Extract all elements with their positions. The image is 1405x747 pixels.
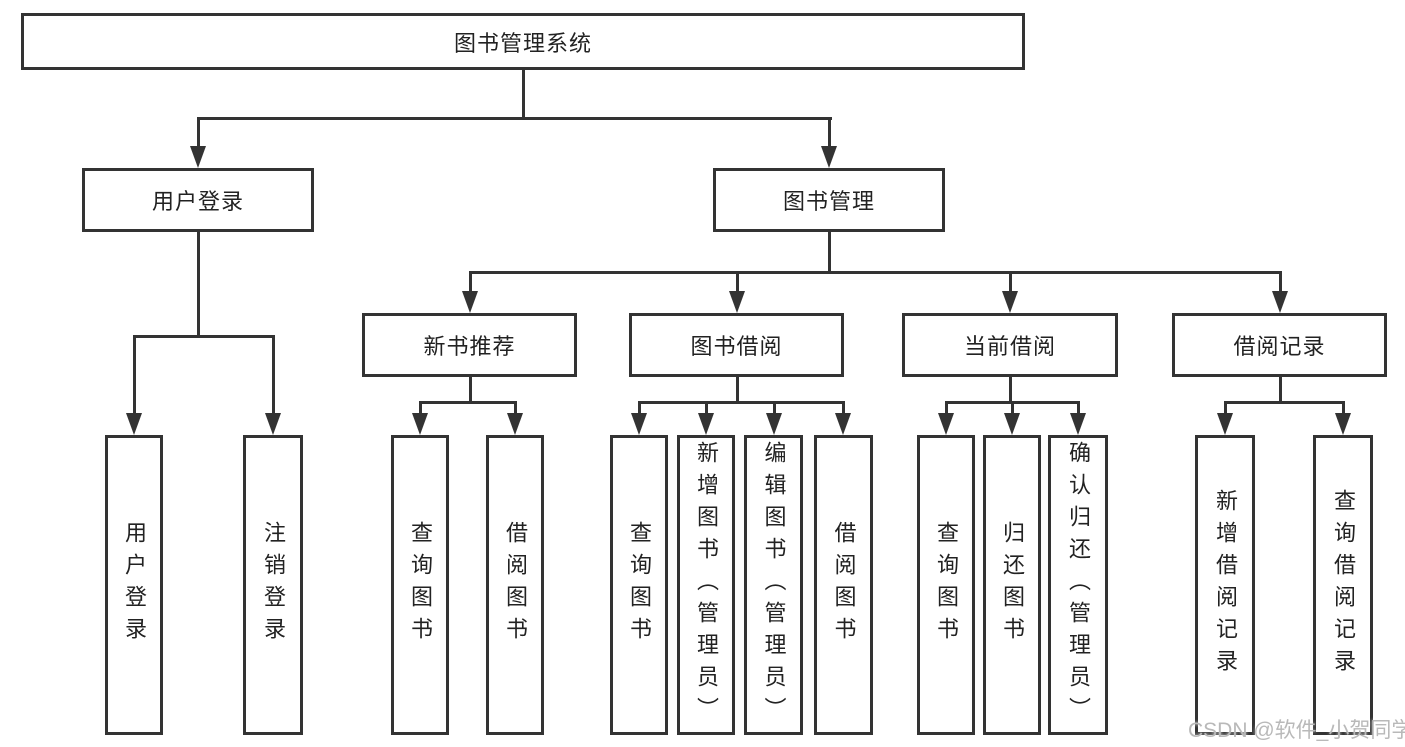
node-leaf-bb-borrow-book-label: 借阅图书	[831, 521, 857, 649]
node-leaf-cb-confirm-return-label: 确认归还（管理员）	[1066, 441, 1091, 729]
arrow-down-icon	[835, 402, 851, 435]
node-leaf-bb-add-book: 新增图书（管理员）	[677, 435, 735, 735]
node-new-book-recommend-label: 新书推荐	[423, 334, 516, 359]
node-leaf-rec-borrow-book-label: 借阅图书	[503, 521, 528, 649]
node-leaf-logout-label: 注销登录	[261, 521, 286, 649]
arrow-down-icon	[1070, 402, 1086, 435]
node-current-borrow-label: 当前借阅	[963, 334, 1056, 359]
node-book-borrow: 图书借阅	[629, 313, 844, 377]
node-leaf-br-add-record: 新增借阅记录	[1195, 435, 1255, 735]
node-leaf-br-add-record-label: 新增借阅记录	[1213, 489, 1238, 681]
connector-user-login-bus	[133, 335, 275, 338]
node-leaf-bb-edit-book-label: 编辑图书（管理员）	[761, 441, 787, 729]
connector-current-borrow-vline	[1009, 377, 1012, 402]
csdn-watermark: CSDN @软件_小贺同学	[1188, 719, 1405, 742]
connector-root-bus	[197, 117, 832, 120]
node-leaf-br-query-record-label: 查询借阅记录	[1331, 489, 1356, 681]
node-leaf-cb-query-book: 查询图书	[917, 435, 975, 735]
node-root: 图书管理系统	[21, 13, 1025, 70]
node-borrow-record: 借阅记录	[1172, 313, 1387, 377]
arrow-down-icon	[766, 402, 782, 435]
arrow-down-icon	[821, 118, 837, 168]
arrow-down-icon	[190, 118, 206, 168]
arrow-down-icon	[729, 272, 745, 313]
node-new-book-recommend: 新书推荐	[362, 313, 577, 377]
node-leaf-bb-add-book-label: 新增图书（管理员）	[694, 441, 719, 729]
node-leaf-user-login-label: 用户登录	[122, 521, 147, 649]
node-leaf-cb-confirm-return: 确认归还（管理员）	[1048, 435, 1108, 735]
arrow-down-icon	[126, 336, 142, 435]
node-current-borrow: 当前借阅	[902, 313, 1118, 377]
node-leaf-rec-query-book: 查询图书	[391, 435, 449, 735]
node-book-mgmt-label: 图书管理	[782, 189, 875, 214]
arrow-down-icon	[1217, 402, 1233, 435]
node-leaf-logout: 注销登录	[243, 435, 303, 735]
connector-root-vline	[522, 69, 525, 118]
node-leaf-user-login: 用户登录	[105, 435, 163, 735]
arrow-down-icon	[1002, 272, 1018, 313]
node-root-label: 图书管理系统	[453, 30, 592, 56]
arrow-down-icon	[507, 402, 523, 435]
connector-new-book-rec-bus	[419, 401, 517, 404]
node-user-login: 用户登录	[82, 168, 314, 232]
node-leaf-bb-query-book-label: 查询图书	[627, 521, 652, 649]
node-book-mgmt: 图书管理	[713, 168, 945, 232]
arrow-down-icon	[938, 402, 954, 435]
node-leaf-cb-return-book-label: 归还图书	[1000, 521, 1025, 649]
node-leaf-bb-edit-book: 编辑图书（管理员）	[744, 435, 803, 735]
node-user-login-label: 用户登录	[151, 189, 244, 214]
arrow-down-icon	[698, 402, 714, 435]
connector-book-borrow-vline	[736, 377, 739, 402]
node-borrow-record-label: 借阅记录	[1233, 334, 1326, 359]
node-book-borrow-label: 图书借阅	[690, 334, 783, 359]
connector-book-mgmt-bus	[469, 271, 1282, 274]
node-leaf-cb-return-book: 归还图书	[983, 435, 1041, 735]
connector-user-login-vline	[197, 232, 200, 336]
connector-borrow-record-bus	[1224, 401, 1345, 404]
arrow-down-icon	[412, 402, 428, 435]
connector-book-mgmt-vline	[828, 232, 831, 272]
connector-book-borrow-bus	[638, 401, 845, 404]
node-leaf-rec-query-book-label: 查询图书	[408, 521, 433, 649]
arrow-down-icon	[1272, 272, 1288, 313]
arrow-down-icon	[631, 402, 647, 435]
connector-new-book-rec-vline	[469, 377, 472, 402]
arrow-down-icon	[462, 272, 478, 313]
connector-borrow-record-vline	[1279, 377, 1282, 402]
node-leaf-br-query-record: 查询借阅记录	[1313, 435, 1373, 735]
arrow-down-icon	[265, 336, 281, 435]
node-leaf-cb-query-book-label: 查询图书	[934, 521, 959, 649]
arrow-down-icon	[1335, 402, 1351, 435]
node-leaf-bb-borrow-book: 借阅图书	[814, 435, 873, 735]
arrow-down-icon	[1004, 402, 1020, 435]
node-leaf-bb-query-book: 查询图书	[610, 435, 668, 735]
node-leaf-rec-borrow-book: 借阅图书	[486, 435, 544, 735]
